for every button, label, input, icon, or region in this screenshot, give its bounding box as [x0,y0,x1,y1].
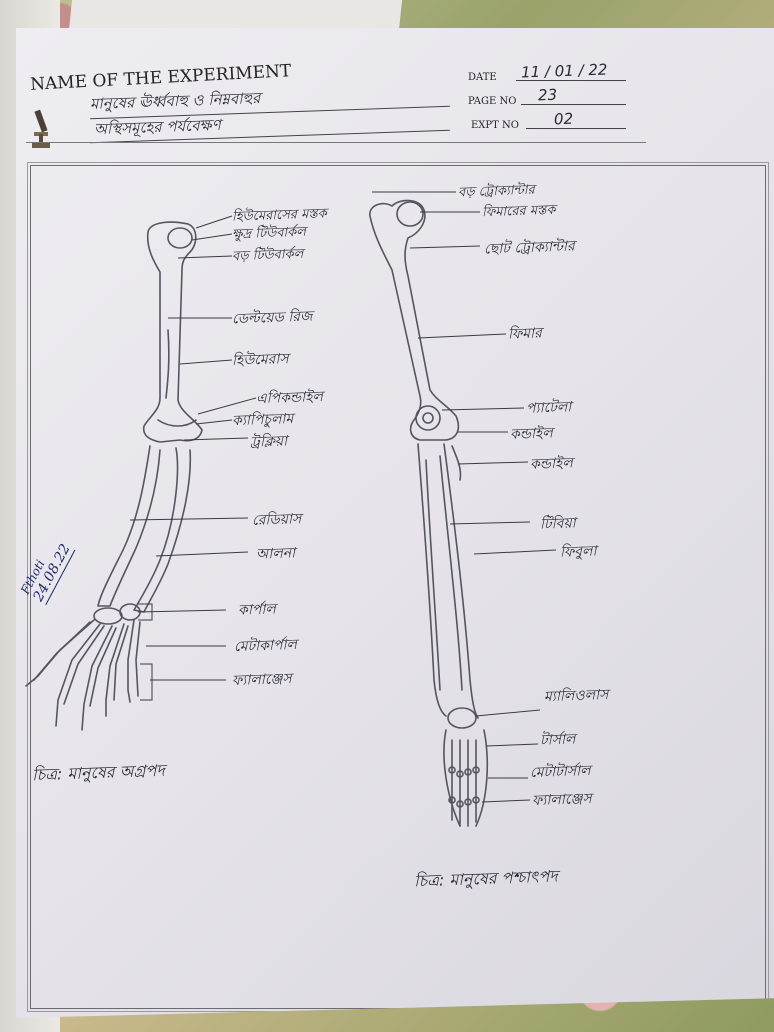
leader-forelimb-6 [197,397,257,415]
leader-hindlimb-8 [449,521,531,525]
leader-forelimb-10 [155,551,249,557]
microscope-icon [28,106,54,150]
forelimb-label-carpal: কার্পাল [237,601,277,619]
date-line [516,80,626,81]
hindlimb-label-phalanges: ফ্যালাঞ্জেস [531,790,592,810]
leader-forelimb-7 [195,419,233,425]
hindlimb-label-tarsal: টার্সাল [539,731,576,749]
leader-forelimb-9 [129,517,249,521]
leader-hindlimb-9 [473,549,557,555]
leader-hindlimb-13 [481,799,531,803]
humerus-bone [142,221,203,443]
phalanges-bracket [140,663,153,701]
leader-hindlimb-7 [457,461,529,465]
hindlimb-label-greater-trochanter: বড় ট্রোক্যান্টার [457,182,535,201]
expt-label: EXPT NO [471,120,519,131]
forelimb-label-metacarpal: মেটাকার্পাল [233,636,298,656]
hindlimb-label-femur: ফিমার [507,325,543,343]
carpal-bracket [138,603,153,621]
leader-hindlimb-5 [441,407,525,411]
leader-forelimb-2 [191,233,233,241]
hindlimb-caption: চিত্র: মানুষের পশ্চাৎপদ [413,866,558,891]
leader-hindlimb-10 [475,709,541,717]
forelimb-label-trochlea: ট্রক্লিয়া [249,433,288,451]
hindlimb-label-malleolus: ম্যালিওলাস [543,686,609,706]
date-label: DATE [468,72,497,83]
hindlimb-label-metatarsal: মেটাটার্সাল [529,762,591,782]
forelimb-label-ulna: আলনা [255,545,296,563]
header-rule [26,142,646,143]
page-label: PAGE NO [468,96,517,107]
leader-hindlimb-3 [409,245,481,249]
forelimb-label-radius: রেডিয়াস [251,511,302,529]
foot-bones [443,707,489,827]
leader-forelimb-1 [195,215,233,229]
leader-forelimb-11 [137,609,227,613]
radius-ulna-bones [97,445,192,613]
forelimb-label-phalanges: ফ্যালাঞ্জেস [231,670,292,690]
hindlimb-label-condyle-1: কন্ডাইল [509,425,554,443]
leader-forelimb-3 [177,255,233,259]
page-line [521,104,626,105]
forelimb-label-deltoid-ridge: ডেল্টয়েড রিজ [231,308,313,328]
hindlimb-label-fibula: ফিবুলা [559,543,597,561]
hindlimb-label-patella: প্যাটেলা [525,399,572,417]
forelimb-label-lesser-tubercle: ক্ষুদ্র টিউবার্কল [231,224,307,243]
leader-forelimb-8 [183,437,249,441]
tibia-fibula-bones [417,443,479,719]
leader-forelimb-5 [179,359,233,365]
expt-line [526,128,626,129]
hindlimb-label-femur-head: ফিমারের মস্তক [481,202,556,221]
hand-bones [25,603,141,731]
forelimb-label-humerus: হিউমেরাস [231,351,289,369]
forelimb-caption: চিত্র: মানুষের অগ্রপদ [31,760,166,785]
leader-hindlimb-4 [417,333,507,339]
forelimb-label-greater-tubercle: বড় টিউবার্কল [231,246,304,265]
femur-bone [369,199,460,441]
hindlimb-label-tibia: টিবিয়া [539,515,577,533]
hindlimb-label-lesser-trochanter: ছোট ট্রোক্যান্টার [483,238,575,258]
leader-hindlimb-11 [485,743,539,747]
hindlimb-label-condyle-2: কন্ডাইল [529,455,574,473]
notebook-page: NAME OF THE EXPERIMENT মানুষের ঊর্ধ্ববাহ… [16,28,774,1018]
